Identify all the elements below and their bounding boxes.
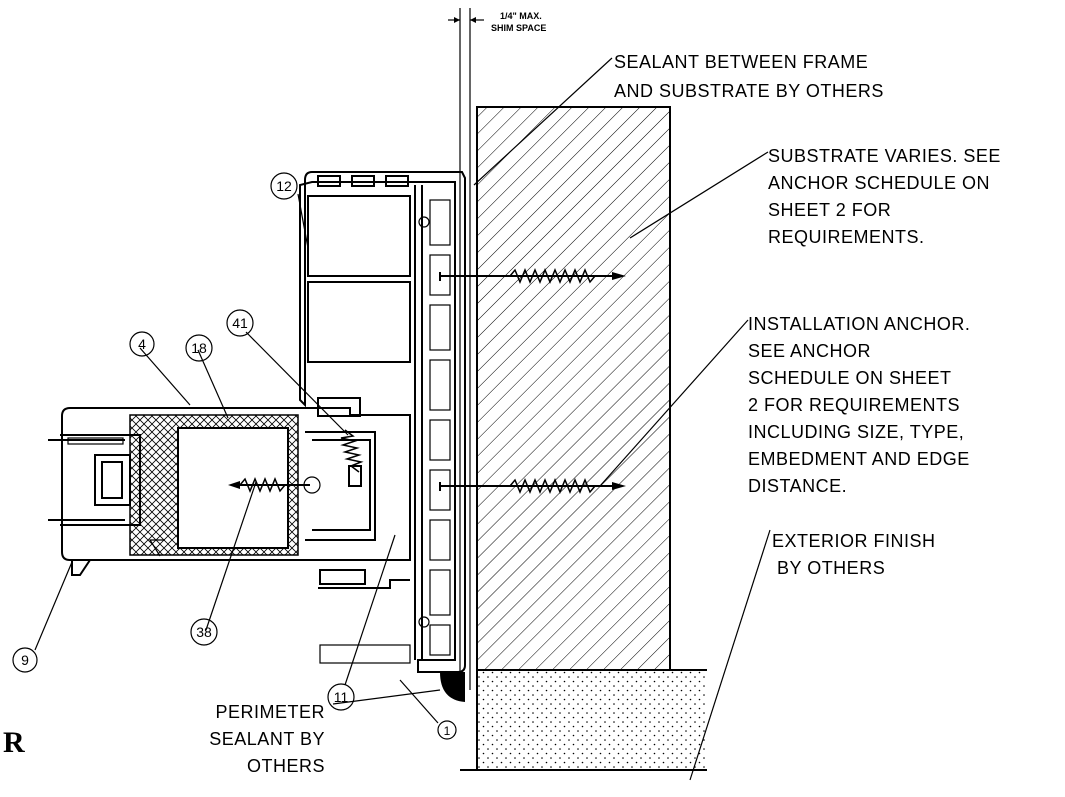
- svg-text:SEALANT BETWEEN FRAME: SEALANT BETWEEN FRAME: [614, 52, 868, 72]
- shim-space-dimension: 1/4" MAX. SHIM SPACE: [448, 8, 546, 690]
- svg-text:OTHERS: OTHERS: [247, 756, 325, 776]
- leader-lines: [34, 57, 771, 781]
- perimeter-sealant-bead: [440, 672, 465, 702]
- svg-text:SCHEDULE ON SHEET: SCHEDULE ON SHEET: [748, 368, 952, 388]
- svg-text:9: 9: [21, 652, 29, 668]
- tag-12: 12: [270, 172, 298, 200]
- sash-profile: [48, 397, 411, 585]
- tag-11: 11: [327, 683, 355, 711]
- tag-18: 18: [185, 334, 213, 362]
- svg-text:11: 11: [334, 689, 349, 705]
- svg-text:18: 18: [191, 340, 207, 356]
- svg-text:4: 4: [138, 336, 146, 352]
- tag-41: 41: [226, 309, 254, 337]
- tag-38: 38: [190, 618, 218, 646]
- svg-text:SUBSTRATE VARIES. SEE: SUBSTRATE VARIES. SEE: [768, 146, 1001, 166]
- svg-text:2 FOR REQUIREMENTS: 2 FOR REQUIREMENTS: [748, 395, 960, 415]
- svg-text:AND SUBSTRATE BY OTHERS: AND SUBSTRATE BY OTHERS: [614, 81, 884, 101]
- svg-text:SEE ANCHOR: SEE ANCHOR: [748, 341, 871, 361]
- tag-4: 4: [129, 331, 155, 357]
- installation-anchor-bottom: [439, 478, 626, 494]
- corner-text: R: [3, 726, 25, 759]
- svg-text:SHEET 2 FOR: SHEET 2 FOR: [768, 200, 891, 220]
- substrate-wall: [476, 106, 671, 671]
- note-sealant-frame: SEALANT BETWEEN FRAME AND SUBSTRATE BY O…: [614, 52, 884, 101]
- note-perimeter-sealant: PERIMETER SEALANT BY OTHERS: [209, 702, 325, 776]
- main-frame-profile: [299, 171, 466, 673]
- screw-41: [340, 429, 364, 487]
- svg-text:38: 38: [196, 624, 212, 640]
- tag-1: 1: [437, 720, 457, 740]
- svg-text:EXTERIOR FINISH: EXTERIOR FINISH: [772, 531, 936, 551]
- note-exterior-finish: EXTERIOR FINISH BY OTHERS: [772, 531, 936, 578]
- svg-text:INSTALLATION ANCHOR.: INSTALLATION ANCHOR.: [748, 314, 970, 334]
- note-substrate: SUBSTRATE VARIES. SEE ANCHOR SCHEDULE ON…: [768, 146, 1001, 247]
- svg-text:12: 12: [276, 178, 292, 194]
- sash-screw-38: [228, 476, 321, 494]
- svg-text:DISTANCE.: DISTANCE.: [748, 476, 847, 496]
- tag-9: 9: [12, 647, 38, 673]
- svg-text:REQUIREMENTS.: REQUIREMENTS.: [768, 227, 925, 247]
- exterior-finish: [460, 669, 707, 771]
- svg-text:BY OTHERS: BY OTHERS: [777, 558, 885, 578]
- note-installation-anchor: INSTALLATION ANCHOR. SEE ANCHOR SCHEDULE…: [748, 314, 970, 496]
- svg-text:41: 41: [232, 315, 248, 331]
- shim-line2: SHIM SPACE: [491, 23, 546, 33]
- svg-text:SEALANT BY: SEALANT BY: [209, 729, 325, 749]
- svg-text:PERIMETER: PERIMETER: [215, 702, 325, 722]
- svg-text:1: 1: [444, 724, 451, 738]
- shim-line1: 1/4" MAX.: [500, 11, 542, 21]
- installation-anchor-top: [439, 268, 626, 284]
- svg-text:ANCHOR SCHEDULE ON: ANCHOR SCHEDULE ON: [768, 173, 990, 193]
- svg-text:INCLUDING SIZE, TYPE,: INCLUDING SIZE, TYPE,: [748, 422, 964, 442]
- svg-text:EMBEDMENT AND EDGE: EMBEDMENT AND EDGE: [748, 449, 970, 469]
